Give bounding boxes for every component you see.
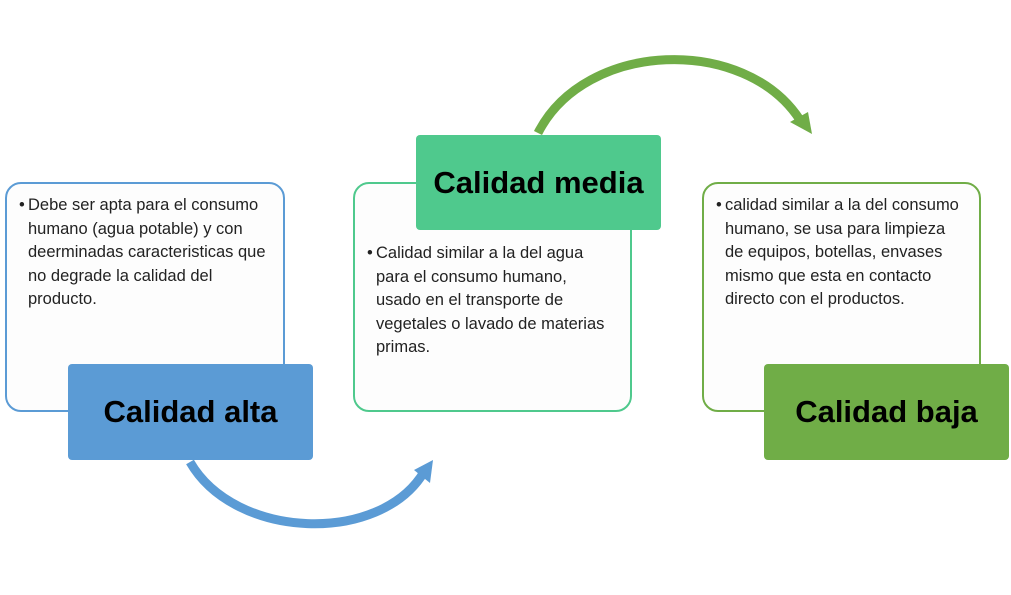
bullet-icon: • [19,196,25,214]
stage-media-bullet: • Calidad similar a la del agua para el … [367,242,616,360]
stage-media-description: Calidad similar a la del agua para el co… [376,244,605,356]
arrow-media-to-baja-head [790,112,812,134]
stage-alta-bullet: • Debe ser apta para el consumo humano (… [19,194,269,312]
stage-alta-description-box: • Debe ser apta para el consumo humano (… [5,182,285,412]
stage-media-title: Calidad media [416,135,661,230]
arrow-media-to-baja [533,55,804,136]
bullet-icon: • [367,244,373,262]
stage-baja-title: Calidad baja [764,364,1009,460]
arrow-alta-to-media-head [414,460,433,483]
stage-baja-bullet: • calidad similar a la del consumo human… [716,194,965,312]
stage-alta-description: Debe ser apta para el consumo humano (ag… [28,196,266,308]
bullet-icon: • [716,196,722,214]
stage-alta-title: Calidad alta [68,364,313,460]
arrow-alta-to-media [186,459,428,529]
stage-baja-description: calidad similar a la del consumo humano,… [725,196,959,308]
